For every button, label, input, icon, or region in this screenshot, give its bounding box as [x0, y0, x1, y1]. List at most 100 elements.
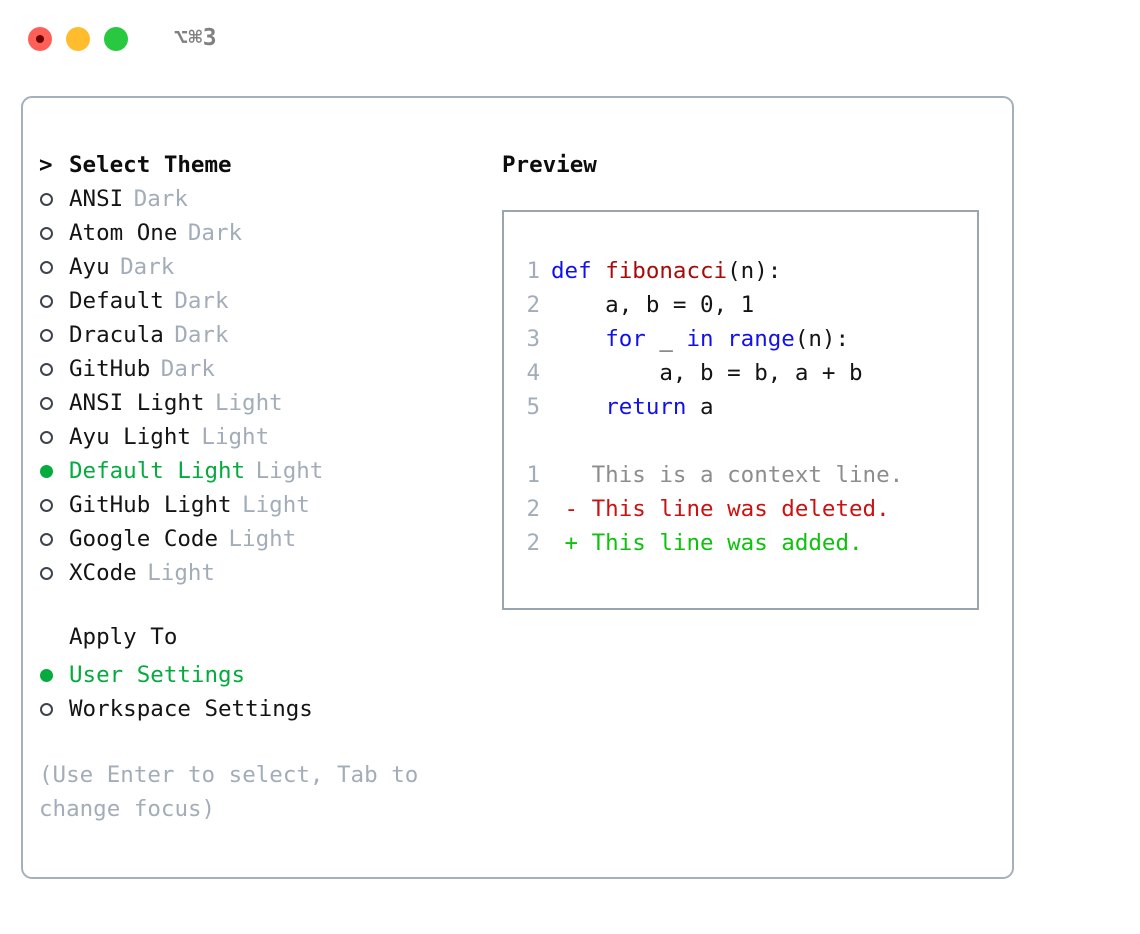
theme-option-category: Light	[255, 457, 324, 484]
theme-option-category: Dark	[120, 253, 175, 280]
diff-line-number: 2	[526, 530, 540, 556]
code-token: return	[605, 394, 687, 420]
theme-option-label: Default	[69, 287, 164, 314]
code-token: a	[686, 394, 714, 420]
radio-unselected-icon	[39, 692, 69, 726]
theme-option-category: Dark	[187, 219, 243, 246]
theme-option-dracula[interactable]: Dracula Dark	[39, 318, 493, 352]
code-token: (n):	[794, 326, 850, 352]
code-line-number: 3	[526, 326, 540, 352]
diff-line-add: 2 + This line was added.	[504, 526, 977, 560]
theme-option-default-light[interactable]: Default Light Light	[39, 454, 493, 488]
select-theme-header-label: Select Theme	[69, 152, 232, 178]
apply-to-option-user-settings[interactable]: User Settings	[39, 658, 493, 692]
diff-line-text: This is a context line.	[551, 462, 904, 488]
theme-option-default[interactable]: Default Dark	[39, 284, 493, 318]
code-line: 5 return a	[504, 390, 977, 424]
code-line-text: def fibonacci(n):	[551, 254, 781, 288]
code-token: _	[645, 326, 687, 352]
theme-option-label: GitHub Light	[69, 491, 232, 518]
code-line-number: 4	[526, 360, 540, 386]
radio-unselected-icon	[39, 318, 69, 352]
preview-title: Preview	[502, 152, 597, 178]
radio-unselected-icon	[39, 420, 69, 454]
keyboard-shortcut-label: ⌥⌘3	[174, 24, 218, 51]
code-token: fibonacci	[605, 258, 728, 284]
traffic-lights	[28, 27, 128, 51]
theme-option-ayu-light[interactable]: Ayu Light Light	[39, 420, 493, 454]
theme-option-category: Light	[228, 525, 297, 552]
apply-to-header-marker	[39, 624, 69, 658]
diff-line-text: - This line was deleted.	[551, 496, 890, 522]
code-token: (n):	[727, 258, 782, 284]
code-token: for	[605, 326, 646, 352]
apply-to-option-label: Workspace Settings	[69, 695, 313, 722]
diff-line-text: + This line was added.	[551, 530, 863, 556]
select-theme-header: > Select Theme	[39, 148, 493, 182]
keyboard-hint-text: (Use Enter to select, Tab to change focu…	[39, 762, 432, 822]
zoom-button-icon[interactable]	[104, 27, 128, 51]
theme-option-category: Light	[214, 389, 283, 416]
radio-unselected-icon	[39, 488, 69, 522]
apply-to-header: Apply To	[39, 624, 493, 658]
code-line-text: return a	[551, 390, 714, 424]
code-token: def	[551, 258, 606, 284]
diff-line-ctx: 1 This is a context line.	[504, 458, 977, 492]
apply-to-option-label: User Settings	[69, 661, 246, 688]
radio-unselected-icon	[39, 284, 69, 318]
theme-option-category: Light	[201, 423, 270, 450]
window-titlebar: ⌥⌘3	[0, 0, 1140, 78]
theme-option-category: Light	[242, 491, 310, 518]
preview-diff-sample: 1 This is a context line.2 - This line w…	[504, 458, 977, 560]
apply-to-option-workspace-settings[interactable]: Workspace Settings	[39, 692, 493, 726]
code-line-text: for _ in range(n):	[551, 322, 849, 356]
code-line-number: 2	[526, 292, 540, 318]
theme-option-label: Default Light	[69, 457, 246, 484]
diff-line-del: 2 - This line was deleted.	[504, 492, 977, 526]
theme-option-label: XCode	[69, 559, 137, 586]
radio-unselected-icon	[39, 182, 69, 216]
code-line-number: 5	[526, 394, 540, 420]
code-token	[551, 326, 605, 352]
diff-line-number: 1	[526, 462, 540, 488]
radio-selected-icon	[39, 658, 69, 692]
theme-option-label: Dracula	[69, 321, 164, 348]
code-line: 3 for _ in range(n):	[504, 322, 977, 356]
theme-option-category: Dark	[174, 287, 229, 314]
list-spacer	[39, 590, 493, 624]
radio-selected-icon	[39, 454, 69, 488]
radio-unselected-icon	[39, 556, 69, 590]
theme-option-category: Dark	[174, 321, 229, 348]
theme-option-label: Ayu Light	[69, 423, 191, 450]
radio-unselected-icon	[39, 352, 69, 386]
code-line-number: 1	[526, 258, 540, 284]
theme-option-github-light[interactable]: GitHub Light Light	[39, 488, 493, 522]
preview-gap	[504, 424, 977, 458]
code-token: in	[686, 326, 714, 352]
code-line: 1 def fibonacci(n):	[504, 254, 977, 288]
code-token: a, b = b, a + b	[551, 360, 863, 386]
radio-unselected-icon	[39, 522, 69, 556]
apply-to-header-label: Apply To	[69, 624, 178, 650]
close-button-icon[interactable]	[28, 27, 52, 51]
code-token	[714, 326, 728, 352]
radio-unselected-icon	[39, 216, 69, 250]
code-line-text: a, b = 0, 1	[551, 288, 754, 322]
code-token	[551, 394, 605, 420]
code-token: a, b = 0, 1	[551, 292, 755, 318]
theme-option-label: GitHub	[69, 355, 151, 382]
radio-unselected-icon	[39, 250, 69, 284]
minimize-button-icon[interactable]	[66, 27, 90, 51]
